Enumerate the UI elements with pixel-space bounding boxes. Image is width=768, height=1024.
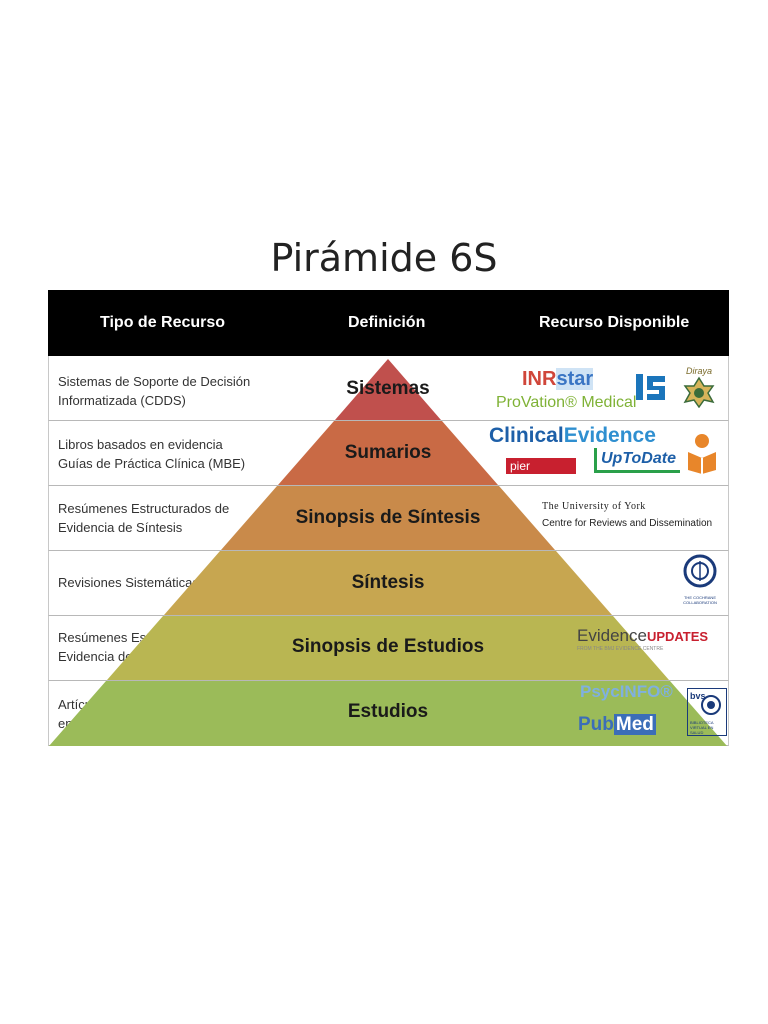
row-label: Revisiones Sistemáticas [58,573,268,592]
bvs-logo: bvs BIBLIOTECA VIRTUAL EN SALUD [687,688,727,736]
table-row: Sistemas de Soporte de Decisión Informat… [48,356,729,421]
tier-label-sumarios: Sumarios [344,442,432,463]
tier-label-sinopsis-sintesis: Sinopsis de Síntesis [295,507,481,528]
table-header: Tipo de Recurso Definición Recurso Dispo… [48,290,729,356]
uptodate-logo: UpToDate [594,448,680,473]
evidenceupdates-subtitle: FROM THE BMJ EVIDENCE CENTRE [577,646,664,652]
pyramid-tier-sinopsis-estudios [107,616,669,680]
row-label-line1: Libros basados en evidencia [58,437,223,452]
table-row: Resúmenes Estructurados de Evidencia de … [48,486,729,551]
tier-label-estudios: Estudios [347,701,429,722]
psycinfo-logo: PsycINFO® [580,682,673,701]
pyramid-tier-estudios [49,681,727,746]
reader-icon [684,432,720,474]
row-label-line1: Sistemas de Soporte de Decisión [58,374,251,389]
inrstar-logo: INRstar [522,368,594,390]
pyramid-table: Tipo de Recurso Definición Recurso Dispo… [48,290,729,746]
header-definicion: Definición [348,314,426,331]
header-tipo-recurso: Tipo de Recurso [100,314,226,331]
pyramid-tier-sistemas [335,359,441,420]
tier-label-sistemas: Sistemas [346,378,430,399]
cds-icon [633,370,669,404]
row-label: Sistemas de Soporte de Decisión Informat… [58,372,268,410]
cochrane-logo: THE COCHRANE COLLABORATION [678,554,722,605]
page-title: Pirámide 6S [270,236,498,280]
row-label-line1: Resúmenes Estructurados de [58,501,230,516]
tier-label-sinopsis-estudios: Sinopsis de Estudios [291,636,485,657]
pyramid-tier-sumarios [278,421,498,485]
row-label-line1: Revisiones Sistemáticas [58,575,199,590]
york-logo: The University of York [542,501,646,512]
pyramid-graphic [49,359,727,746]
row-label-line2: Guías de Práctica Clínica (MBE) [58,456,246,471]
pier-logo: pier [506,458,576,474]
diraya-logo: Diraya [677,366,721,412]
provation-logo: ProVation® Medical [496,394,637,411]
tier-label-sintesis: Síntesis [351,572,425,593]
york-subtitle: Centre for Reviews and Dissemination [542,518,713,529]
table-row: Revisiones Sistemáticas [48,551,729,616]
row-label-line2: Informatizada (CDDS) [58,393,186,408]
evidenceupdates-logo: EvidenceUPDATES [577,626,709,645]
row-label-line2: Evidencia de Síntesis [58,520,183,535]
pyramid-tier-sinopsis-sintesis [221,486,555,550]
header-recurso-disponible: Recurso Disponible [539,314,690,331]
clinicalevidence-logo: ClinicalEvidence [489,424,656,447]
row-label: Libros basados en evidencia Guías de Prá… [58,435,268,473]
table-row: Libros basados en evidencia Guías de Prá… [48,421,729,486]
pyramid-tier-sintesis [164,551,612,615]
row-label: Resúmenes Estructurados de Evidencia de … [58,499,268,537]
